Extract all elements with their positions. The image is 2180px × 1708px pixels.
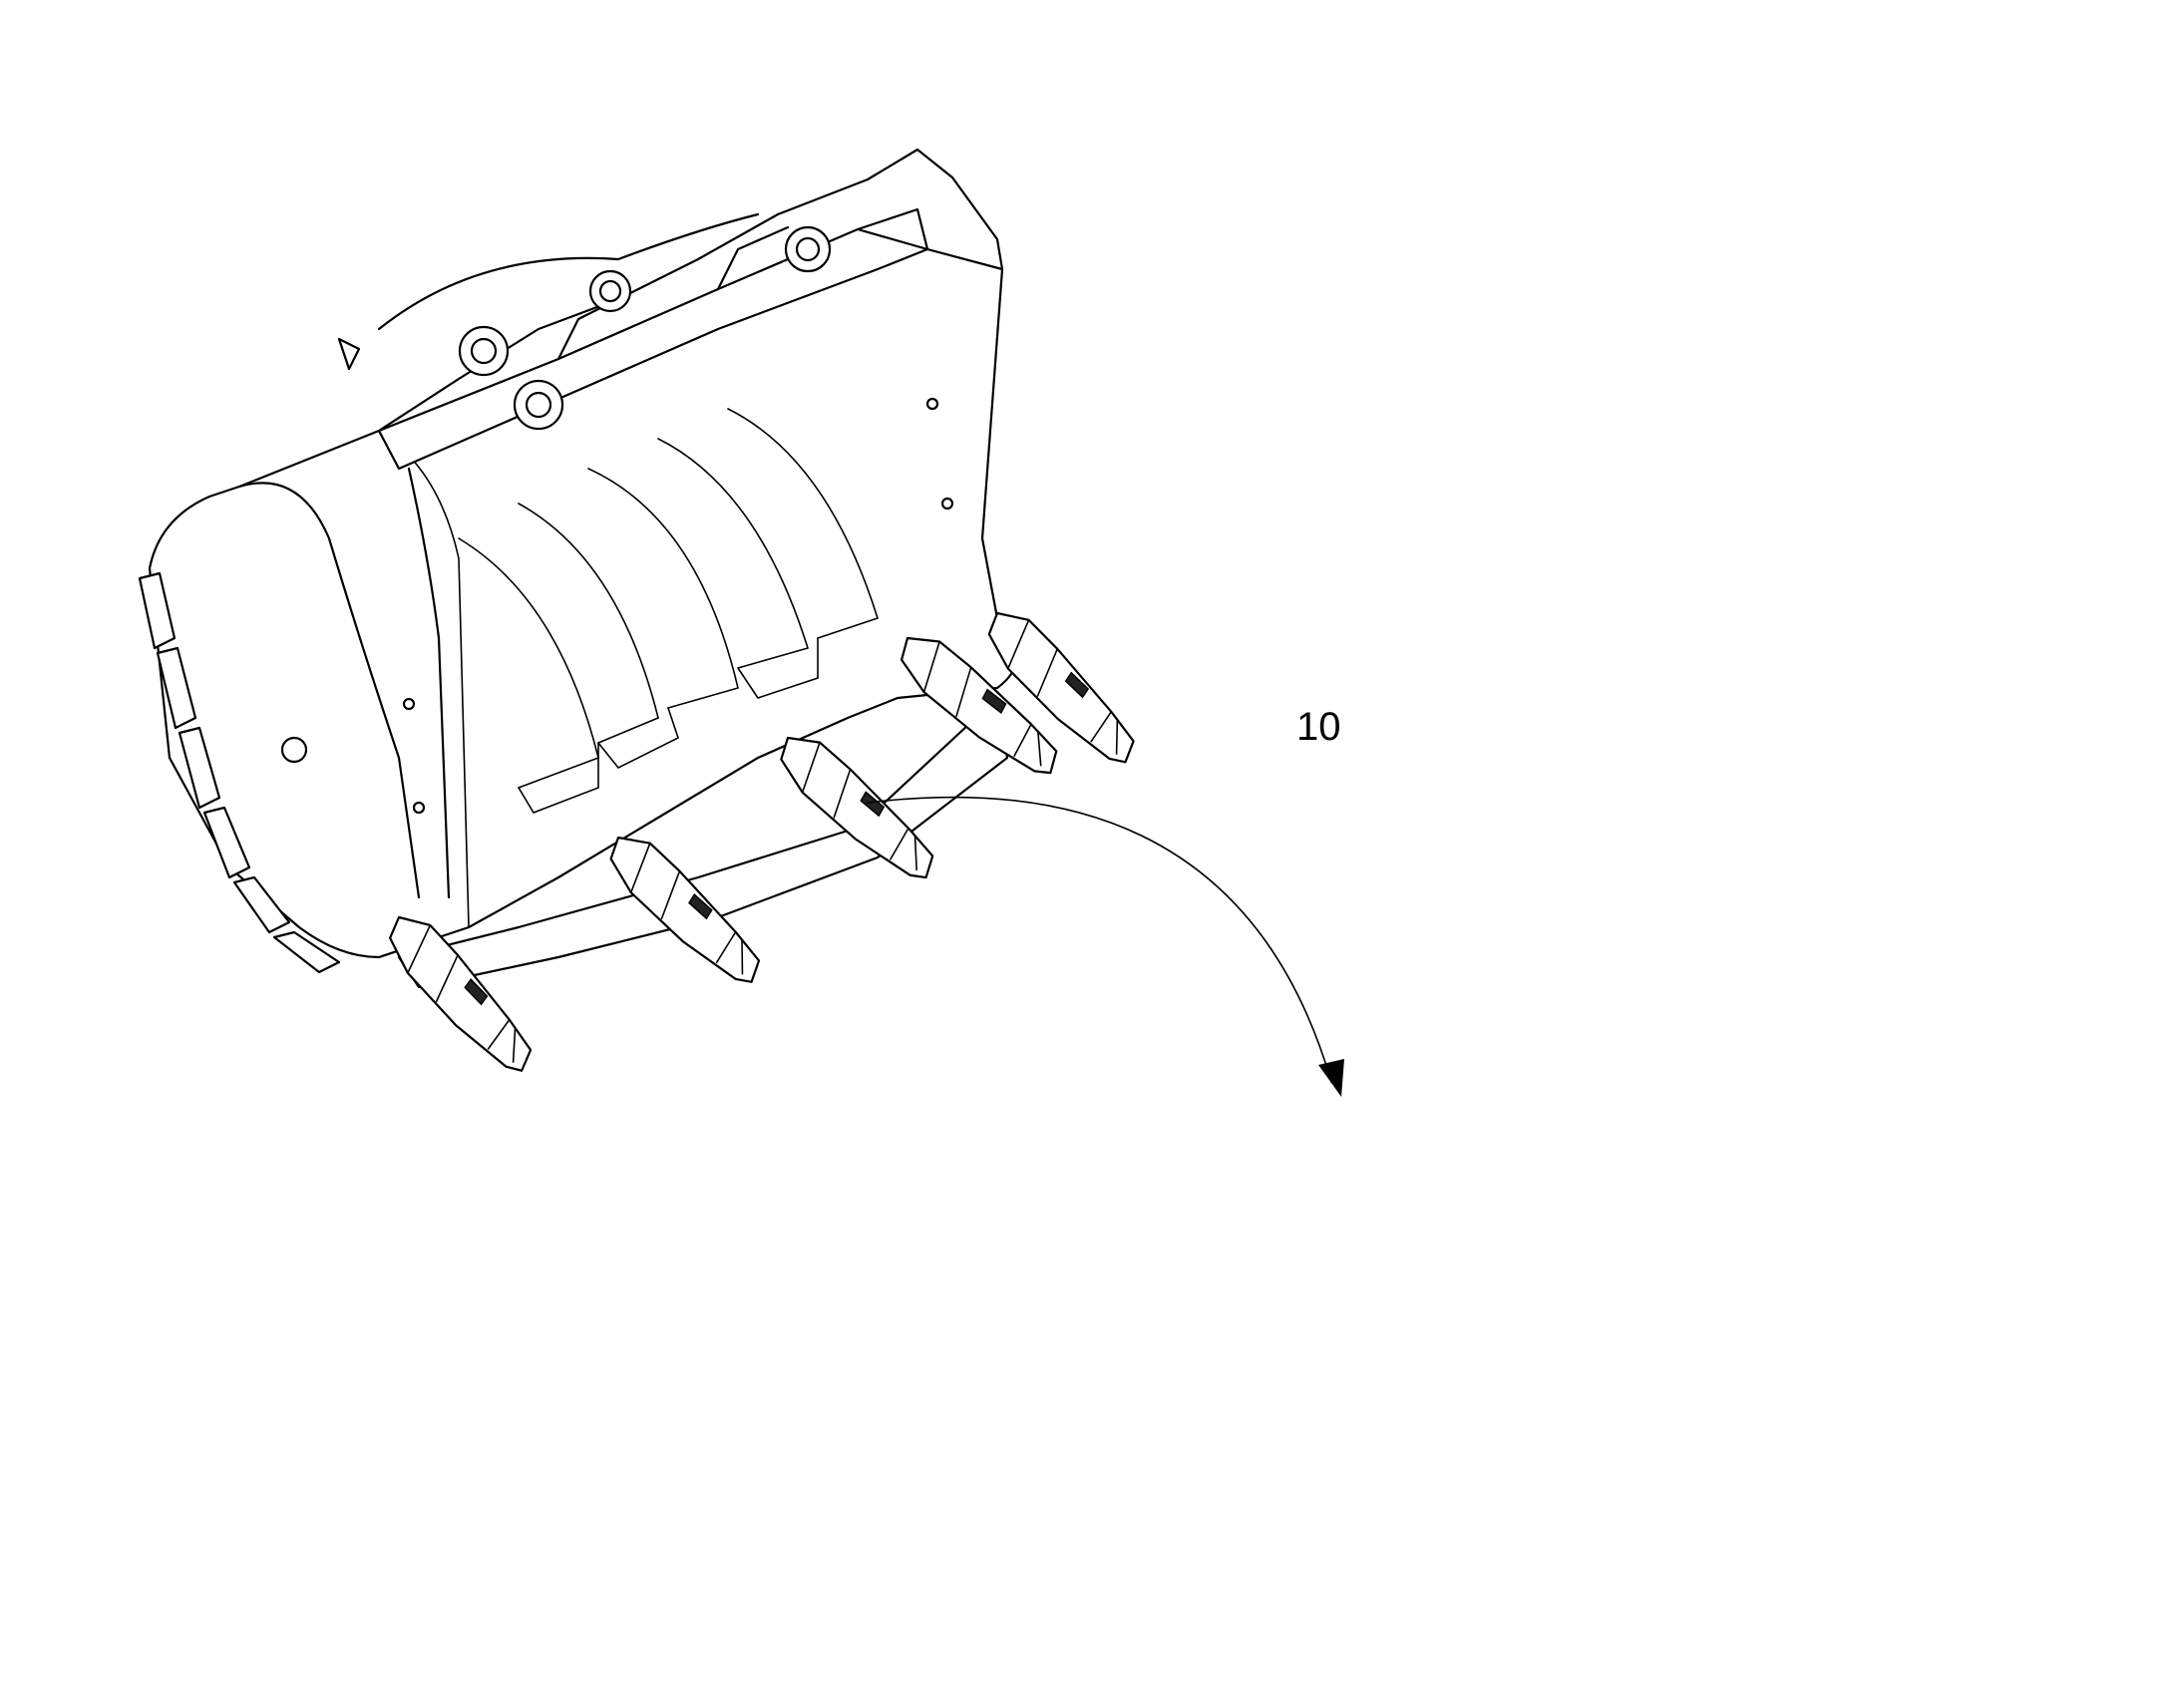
pin-boss-1	[458, 325, 510, 377]
excavator-bucket-icon	[138, 148, 1019, 989]
pin-boss-3	[588, 269, 632, 313]
pin-boss-4	[784, 225, 832, 273]
callout-label: 10	[1296, 705, 1341, 749]
transfer-arrow-icon	[867, 796, 1344, 1097]
pin-boss-2	[513, 379, 564, 431]
